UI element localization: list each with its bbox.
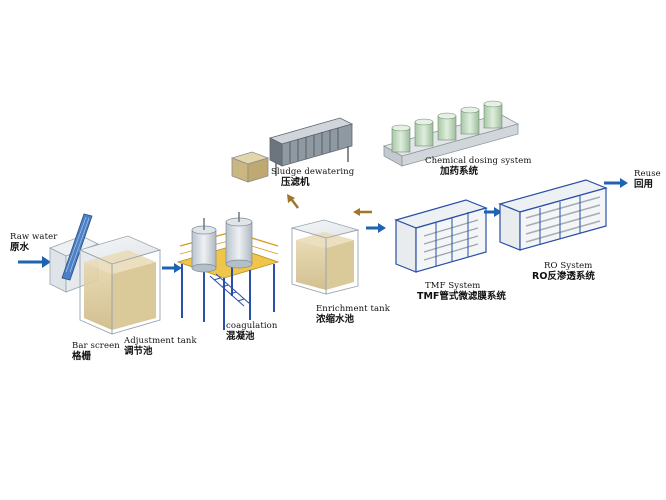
label-chemical-dosing: Chemical dosing system 加药系统 bbox=[425, 156, 532, 178]
ro-system-en: RO System bbox=[544, 261, 593, 271]
label-ro-system: RO System RO反渗透系统 bbox=[532, 261, 595, 283]
label-adjustment-tank: Adjustment tank 调节池 bbox=[124, 336, 197, 358]
sludge-dewatering-zh: 压滤机 bbox=[281, 176, 310, 188]
tmf-membrane-skid bbox=[394, 199, 488, 273]
adjustment-tank-en: Adjustment tank bbox=[124, 336, 197, 346]
ro-membrane-skid bbox=[498, 179, 608, 251]
tmf-system-zh: TMF管式微滤膜系统 bbox=[417, 290, 506, 302]
adjustment-tank-zh: 调节池 bbox=[124, 345, 153, 357]
flow-arrow-to-ro bbox=[484, 207, 502, 217]
raw-water-en: Raw water bbox=[10, 232, 58, 242]
bar-screen-en: Bar screen bbox=[72, 341, 120, 351]
ro-system-zh: RO反渗透系统 bbox=[532, 270, 595, 282]
chemical-dosing-en: Chemical dosing system bbox=[425, 156, 532, 166]
raw-water-inlet-arrow bbox=[18, 256, 51, 268]
flow-arrow-to-tmf bbox=[366, 223, 386, 233]
sludge-arrow-to-press bbox=[287, 194, 299, 209]
enrichment-tank-en: Enrichment tank bbox=[316, 304, 390, 314]
sludge-arrow-to-enrichment bbox=[353, 208, 372, 216]
label-bar-screen: Bar screen 格栅 bbox=[72, 341, 120, 363]
coagulation-en: coagulation bbox=[226, 321, 278, 331]
label-tmf-system: TMF System TMF管式微滤膜系统 bbox=[417, 281, 506, 303]
bar-screen-unit bbox=[49, 213, 99, 293]
enrichment-tank-zh: 浓缩水池 bbox=[316, 313, 355, 325]
coagulation-unit bbox=[176, 212, 280, 330]
enrichment-tank bbox=[290, 219, 360, 295]
label-sludge-dewatering: Sludge dewatering 压滤机 bbox=[271, 167, 355, 189]
adjustment-tank bbox=[78, 235, 162, 335]
chemical-dosing-zh: 加药系统 bbox=[440, 165, 479, 177]
label-coagulation: coagulation 混凝池 bbox=[226, 321, 278, 343]
reuse-outlet-arrow bbox=[604, 178, 628, 188]
reuse-en: Reuse bbox=[634, 169, 661, 179]
chemical-dosing-tanks bbox=[382, 100, 520, 167]
flow-arrow-to-coagulation bbox=[162, 263, 182, 273]
reuse-zh: 回用 bbox=[634, 178, 654, 190]
raw-water-zh: 原水 bbox=[10, 241, 30, 253]
label-reuse: Reuse 回用 bbox=[634, 169, 661, 191]
sludge-dewatering-en: Sludge dewatering bbox=[271, 167, 355, 177]
tmf-system-en: TMF System bbox=[425, 281, 481, 291]
bar-screen-zh: 格栅 bbox=[72, 350, 92, 362]
coagulation-zh: 混凝池 bbox=[226, 330, 255, 342]
label-enrichment-tank: Enrichment tank 浓缩水池 bbox=[316, 304, 390, 326]
label-raw-water: Raw water 原水 bbox=[10, 232, 58, 254]
filter-press bbox=[230, 117, 354, 183]
